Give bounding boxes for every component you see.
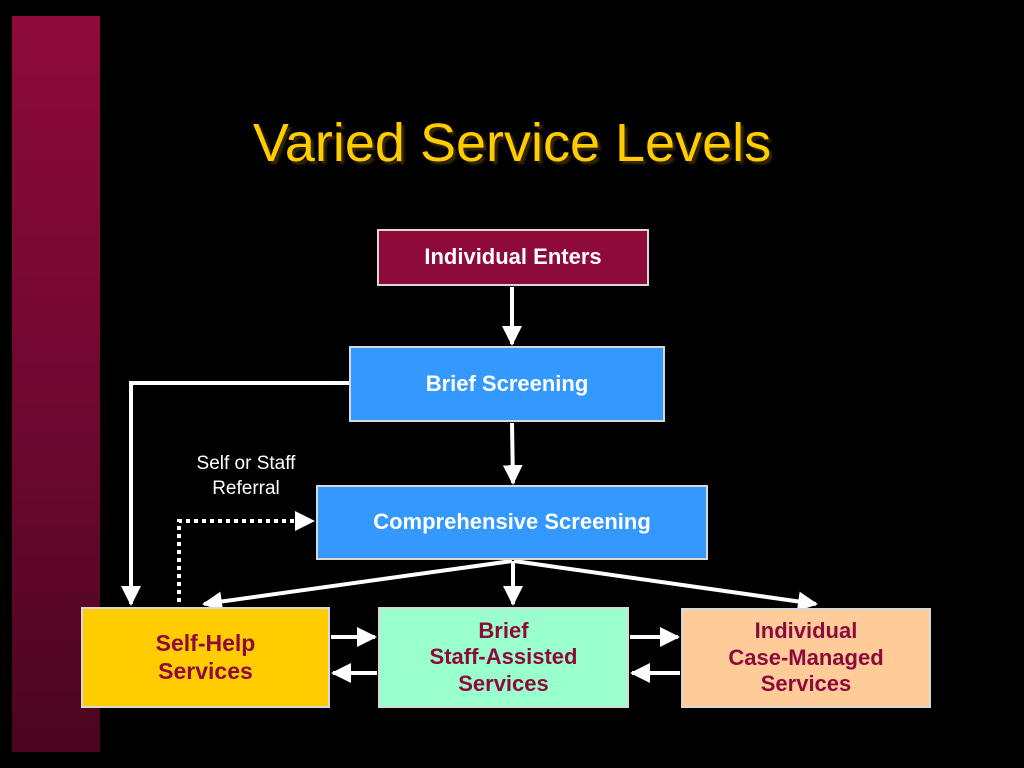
node-label: Brief Screening bbox=[425, 370, 589, 396]
arrow-comprehensive-to-case bbox=[513, 559, 818, 612]
arrow-brief-to-comprehensive bbox=[502, 422, 523, 485]
node-label: Comprehensive Screening bbox=[373, 509, 651, 535]
node-label: Brief Staff-Assisted Services bbox=[429, 617, 578, 696]
node-individual-enters: Individual Enters bbox=[377, 229, 649, 286]
node-case-managed-services: Individual Case-Managed Services bbox=[681, 608, 931, 708]
node-label: Individual Enters bbox=[424, 244, 602, 270]
node-brief-screening: Brief Screening bbox=[349, 346, 665, 422]
referral-annotation: Self or Staff Referral bbox=[196, 453, 296, 499]
node-label: Self-Help Services bbox=[155, 629, 256, 684]
slide-title: Varied Service Levels bbox=[252, 113, 772, 173]
node-label: Individual Case-Managed Services bbox=[728, 618, 884, 697]
arrow-brief-to-self-help bbox=[121, 381, 349, 606]
node-comprehensive-screening: Comprehensive Screening bbox=[316, 485, 708, 560]
arrow-referral-dotted bbox=[177, 511, 315, 602]
node-staff-assisted-services: Brief Staff-Assisted Services bbox=[378, 607, 629, 708]
node-self-help-services: Self-Help Services bbox=[81, 607, 330, 708]
arrow-comprehensive-to-self-help bbox=[202, 559, 513, 612]
